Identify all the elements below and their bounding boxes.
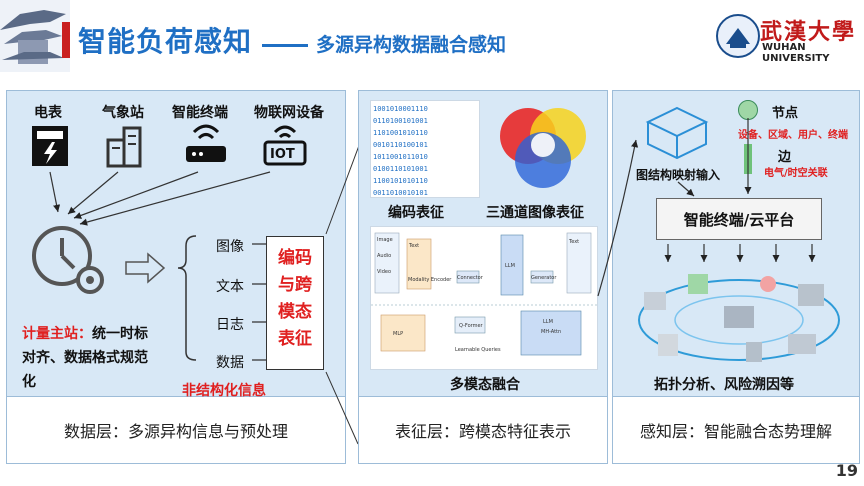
city-network-illustration xyxy=(628,264,850,368)
page-number: 19 xyxy=(836,461,858,480)
platform-box: 智能终端/云平台 xyxy=(656,198,822,240)
analysis-caption: 拓扑分析、风险溯因等 xyxy=(654,374,794,394)
